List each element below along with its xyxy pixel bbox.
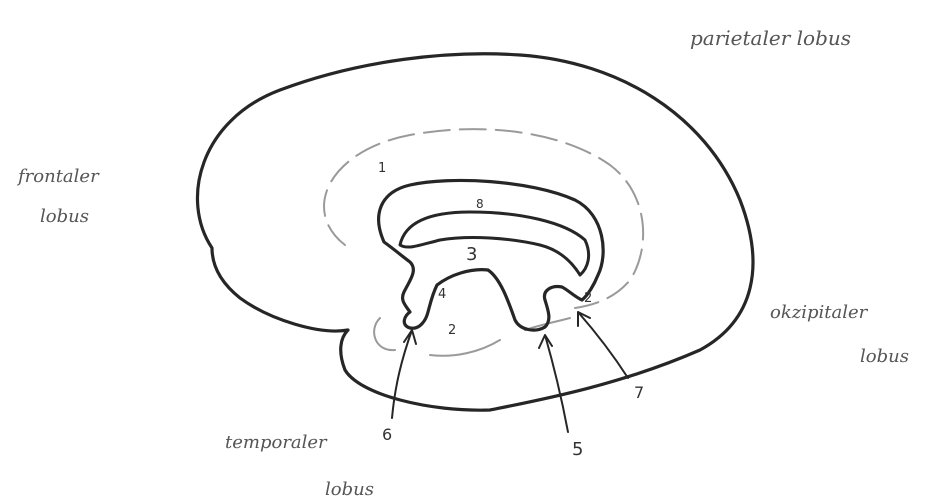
temporal-lobe-label-line2: lobus [325,479,374,500]
frontal-lobe-label-line2: lobus [40,206,89,227]
inner-band-contour [400,212,589,275]
pointer-number-5: 5 [572,439,583,460]
region-number-2-lower: 2 [448,323,456,338]
pointer-arrow-7 [578,312,628,378]
frontal-lobe-label-line1: frontaler [16,166,100,187]
hemisphere-outline [197,54,753,410]
region-number-2-right: 2 [584,291,592,306]
pointer-arrow-5 [539,335,568,432]
pointer-number-7: 7 [634,383,644,402]
pointer-arrow-6 [392,330,416,418]
region-number-8: 8 [476,197,484,211]
region-number-4: 4 [438,287,446,302]
temporal-lobe-label-line1: temporaler [225,432,328,453]
occipital-lobe-label-line1: okzipitaler [770,302,869,323]
pointer-number-6: 6 [382,425,392,444]
region-number-1: 1 [378,161,386,176]
region-number-3: 3 [466,244,477,265]
parietal-lobe-label: parietaler lobus [690,26,851,50]
inner-structure-outline [379,180,603,330]
occipital-lobe-label-line2: lobus [860,346,909,367]
